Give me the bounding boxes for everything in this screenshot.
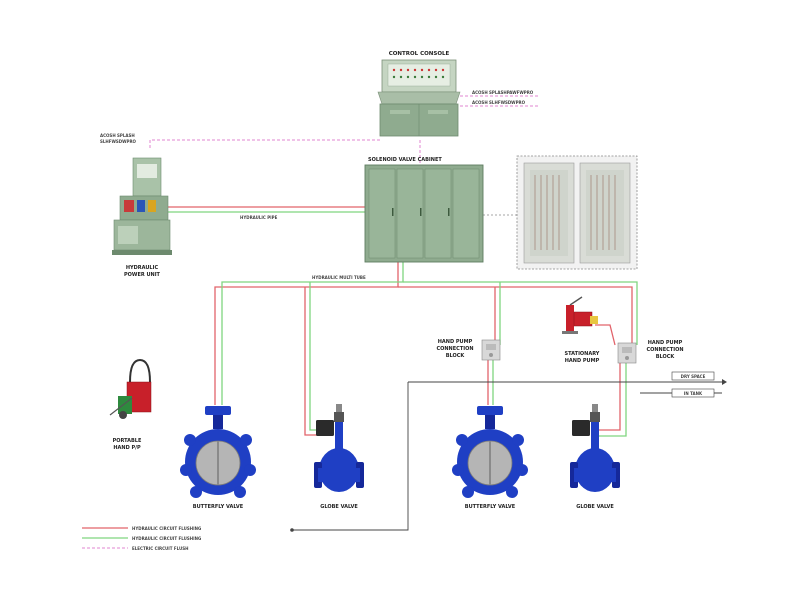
- solenoid-valve-cabinet: [364, 164, 484, 263]
- hand-pump-connection-block-right: [617, 342, 637, 364]
- hpcb-right-line1: HAND PUMP: [648, 340, 683, 346]
- tube-green-gv2: [595, 360, 627, 437]
- electric-line-console-to-hpu: [149, 139, 380, 150]
- butterfly-valve-1: [180, 406, 256, 498]
- multi-tube-red-globe1: [304, 287, 318, 436]
- hpcb-right-line2: CONNECTION: [646, 347, 683, 353]
- multi-tube-green-globe1: [309, 282, 318, 431]
- multi-tube-green-trunk: [221, 262, 404, 405]
- console-note-1: ACOSH SPLASHPAWFWPRO: [472, 90, 534, 95]
- globe-valve-2: [570, 404, 620, 492]
- butterfly-valve-1-label: BUTTERFLY VALVE: [193, 504, 244, 510]
- multi-tube-red-trunk: [214, 262, 399, 405]
- tube-red-stationary: [595, 324, 616, 346]
- hpcb-left-line3: BLOCK: [446, 353, 466, 359]
- in-tank-tag: IN TANK: [671, 388, 715, 398]
- butterfly-valve-2-label: BUTTERFLY VALVE: [465, 504, 516, 510]
- in-tank-label: IN TANK: [684, 391, 703, 396]
- tube-red-gv2: [595, 360, 621, 431]
- solenoid-cabinet-label: SOLENOID VALVE CABINET: [368, 157, 442, 163]
- dry-space-tag: DRY SPACE: [671, 371, 715, 381]
- hpcb-left-line1: HAND PUMP: [438, 339, 473, 345]
- hydraulic-pipe-label: HYDRAULIC PIPE: [240, 215, 278, 220]
- legend-text-hydraulic-green: HYDRAULIC CIRCUIT FLUSHING: [132, 536, 201, 541]
- multi-tube-red-right: [398, 286, 633, 345]
- hydraulic-multi-tube-label: HYDRAULIC MULTI TUBE: [312, 275, 366, 280]
- open-electrical-cabinet: [516, 155, 638, 270]
- in-tank-endpoint: [290, 528, 294, 532]
- portable-hand-pump: [109, 358, 152, 419]
- console-note-2: ACOSH SLHFWSDWPRO: [472, 100, 526, 105]
- hpu-note-1: ACOSH SPLASH: [100, 133, 135, 138]
- stationary-pump-line1: STATIONARY: [565, 351, 600, 357]
- hpu-note-2: SLHFWSDWPRO: [100, 139, 137, 144]
- legend: HYDRAULIC CIRCUIT FLUSHING HYDRAULIC CIR…: [82, 526, 201, 551]
- stationary-hand-pump: [562, 296, 598, 334]
- hpu-label-line2: POWER UNIT: [124, 272, 161, 278]
- dry-space-arrow: [722, 379, 727, 385]
- butterfly-valve-2: [452, 406, 528, 498]
- portable-pump-line2: HAND P/P: [113, 445, 141, 451]
- hydraulic-power-unit: [112, 157, 172, 255]
- globe-valve-2-label: GLOBE VALVE: [576, 504, 614, 510]
- multi-tube-green-right: [403, 281, 638, 345]
- dry-space-label: DRY SPACE: [681, 374, 706, 379]
- globe-valve-1-label: GLOBE VALVE: [320, 504, 358, 510]
- globe-valve-1: [314, 404, 364, 492]
- portable-pump-line1: PORTABLE: [113, 438, 142, 444]
- hpu-label-line1: HYDRAULIC: [126, 265, 159, 271]
- control-console-label: CONTROL CONSOLE: [389, 51, 450, 57]
- hpcb-left-line2: CONNECTION: [436, 346, 473, 352]
- legend-text-electric: ELECTRIC CIRCUIT FLUSH: [132, 546, 189, 551]
- hand-pump-connection-block-left: [481, 339, 501, 361]
- control-console: [377, 59, 461, 137]
- hpcb-right-line3: BLOCK: [656, 354, 676, 360]
- stationary-pump-line2: HAND PUMP: [565, 358, 600, 364]
- boundary-line-in-tank: [292, 382, 409, 531]
- legend-text-hydraulic-red: HYDRAULIC CIRCUIT FLUSHING: [132, 526, 201, 531]
